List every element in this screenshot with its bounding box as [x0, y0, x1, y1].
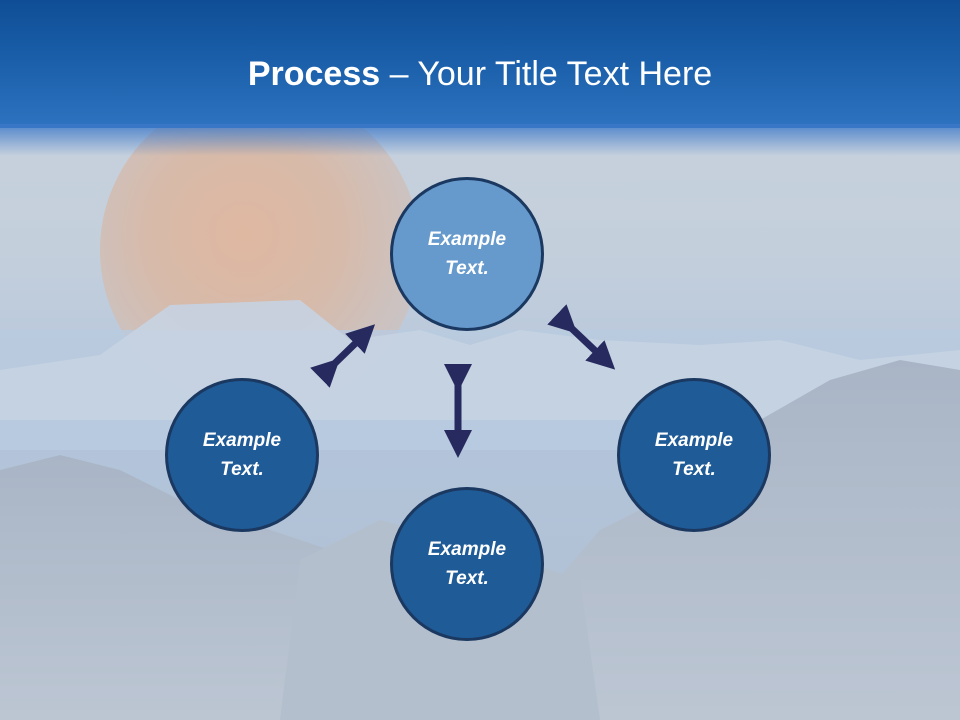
- node-top-label: Example Text.: [427, 229, 507, 279]
- node-left[interactable]: Example Text.: [165, 378, 319, 532]
- arrow-top-right: [547, 304, 616, 370]
- slide-title[interactable]: Process – Your Title Text Here: [0, 48, 960, 100]
- title-bold-part: Process: [247, 55, 381, 93]
- node-top[interactable]: Example Text.: [390, 177, 544, 331]
- title-band: [0, 0, 960, 156]
- title-rest-part: – Your Title Text Here: [380, 55, 713, 93]
- arrow-top-left: [310, 324, 376, 388]
- node-right-label: Example Text.: [654, 430, 734, 480]
- node-bottom[interactable]: Example Text.: [390, 487, 544, 641]
- node-bottom-label: Example Text.: [427, 539, 507, 589]
- rock-foreground-right: [520, 360, 960, 720]
- node-left-label: Example Text.: [202, 430, 282, 480]
- node-right[interactable]: Example Text.: [617, 378, 771, 532]
